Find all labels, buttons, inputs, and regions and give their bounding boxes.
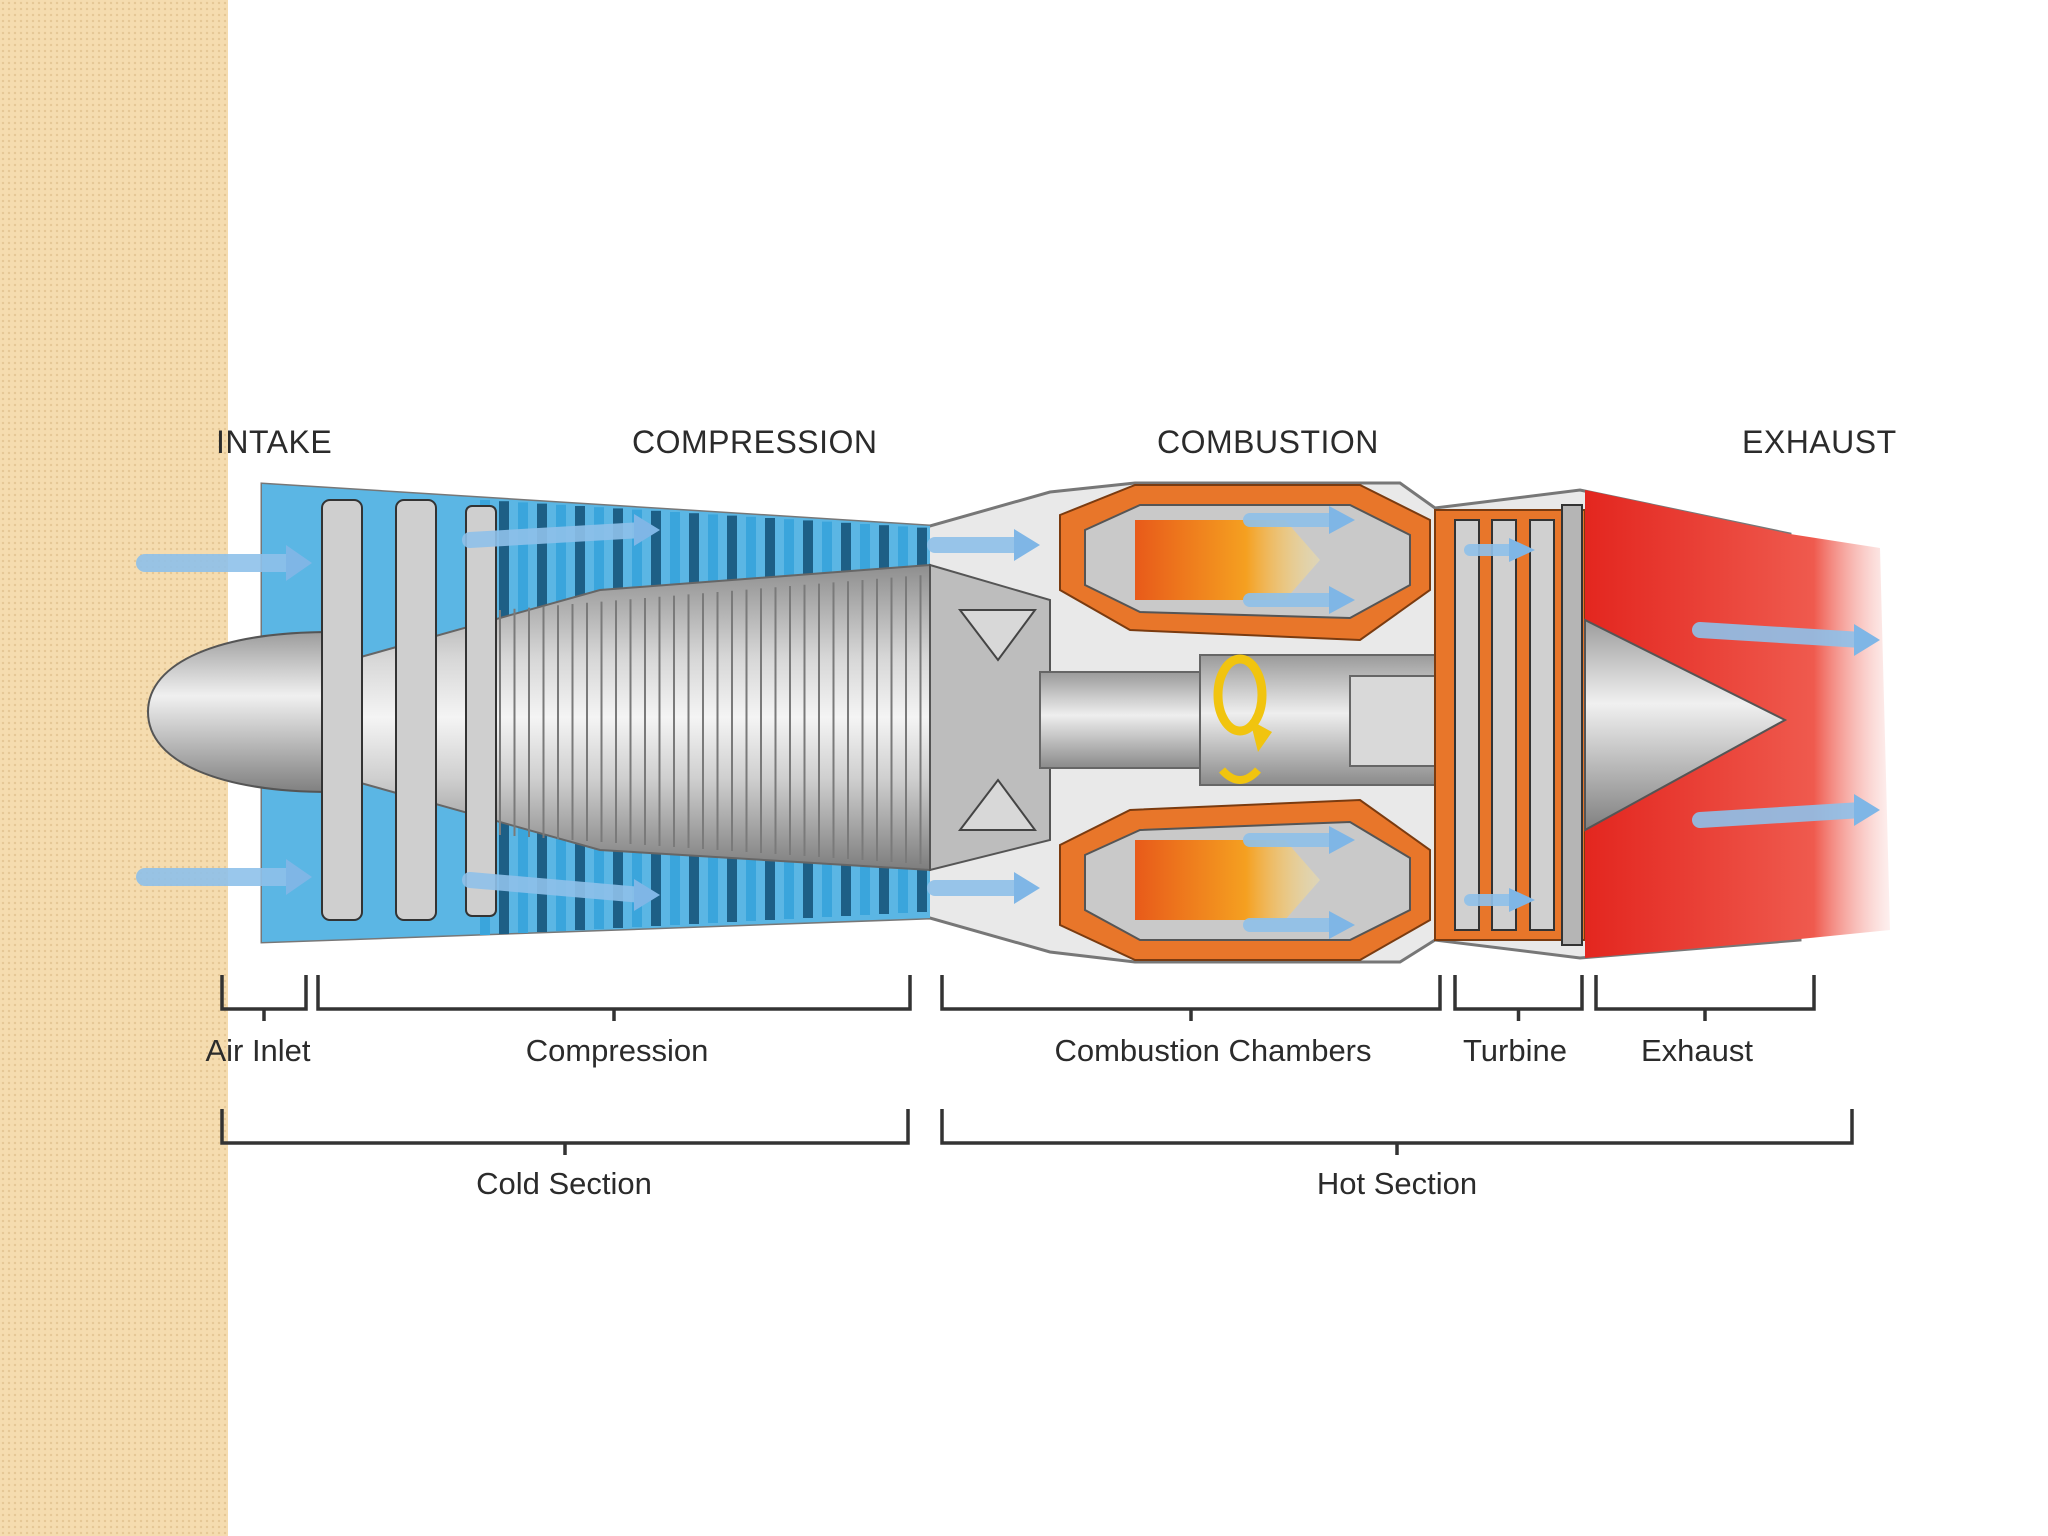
part-label-air-inlet: Air Inlet [205, 1033, 311, 1068]
compressor-blade [594, 507, 604, 619]
compressor-blade [689, 820, 699, 924]
compressor-blade [594, 818, 604, 929]
compressor-blade [765, 518, 775, 616]
airflow-arrow-icon [927, 872, 1040, 904]
diffuser-section [929, 563, 1051, 872]
compressor-blade [765, 822, 775, 920]
compressor-blade [803, 823, 813, 918]
compressor-blade [518, 502, 528, 620]
stage-label-exhaust: EXHAUST [1742, 424, 1897, 460]
airflow-arrow-icon [1243, 826, 1355, 854]
compressor-blade [632, 819, 642, 927]
drum-ribs [499, 575, 922, 864]
compressor-blade [841, 824, 851, 916]
compressor-blade [632, 509, 642, 618]
nose-spinner [146, 630, 331, 794]
compressor-blade [822, 521, 832, 615]
part-label-compression: Compression [525, 1033, 709, 1068]
part-brackets [220, 975, 1816, 1021]
rotation-arrow-icon [1213, 654, 1272, 784]
compressor-blade [708, 514, 718, 617]
combustion-chamber-bottom [1059, 798, 1431, 961]
compressor-blade [689, 513, 699, 617]
compressor-blade [879, 825, 889, 914]
stage-label-intake: INTAKE [216, 424, 333, 460]
compressor-blade [670, 820, 680, 925]
compressor-blade [575, 506, 585, 619]
airflow-arrows [136, 506, 1880, 939]
bracket-line [1453, 975, 1584, 1021]
compressor-blade [575, 817, 585, 930]
combustion-chamber-top [1059, 484, 1431, 642]
section-brackets [220, 1109, 1854, 1155]
compressor-blade [651, 510, 661, 618]
compressor-blade [499, 501, 509, 620]
part-label-turbine: Turbine [1463, 1033, 1567, 1068]
compressor-blade [803, 520, 813, 615]
airflow-arrow-icon [1464, 538, 1535, 562]
compressor-blade [537, 816, 547, 932]
stage-label-compression: COMPRESSION [632, 424, 878, 460]
main-shaft [1039, 654, 1461, 786]
compressor-blade [746, 822, 756, 921]
compressor-blade [784, 823, 794, 919]
part-label-exhaust: Exhaust [1640, 1033, 1754, 1068]
section-label-cold: Cold Section [476, 1166, 652, 1201]
airflow-arrow-icon [462, 514, 660, 548]
airflow-arrow-icon [1464, 888, 1535, 912]
airflow-arrow-icon [1692, 794, 1880, 828]
part-label-combustion-chambers: Combustion Chambers [1054, 1033, 1372, 1068]
compressor-blade [727, 515, 737, 617]
bracket-line [220, 975, 308, 1021]
compressor-blade [746, 516, 756, 616]
compressor-blade [518, 816, 528, 933]
compressor-blade [860, 825, 870, 915]
airflow-arrow-icon [136, 859, 312, 895]
compressor-blade [613, 508, 623, 618]
compressor-blade [784, 519, 794, 616]
turbine-section [1434, 504, 1586, 946]
airflow-arrow-icon [1243, 586, 1355, 614]
airflow-arrow-icon [927, 529, 1040, 561]
intake-fan [321, 499, 497, 921]
section-label-hot: Hot Section [1316, 1166, 1478, 1201]
bracket-line [940, 975, 1442, 1021]
airflow-arrow-icon [1243, 506, 1355, 534]
compressor-blade [499, 815, 509, 934]
bracket-line [220, 1109, 910, 1155]
airflow-arrow-icon [1243, 911, 1355, 939]
compressor-blade [613, 818, 623, 928]
compressor-blade [841, 522, 851, 615]
compressor-blade [651, 819, 661, 926]
compressor-blade [898, 826, 908, 913]
airflow-arrow-icon [1692, 622, 1880, 656]
bracket-line [940, 1109, 1854, 1155]
compressor-blade [727, 821, 737, 922]
exhaust-nozzle [1584, 490, 1890, 958]
compressor-blade [670, 512, 680, 617]
compressor-blade [556, 817, 566, 931]
compressor-blade [556, 504, 566, 619]
bracket-line [1594, 975, 1816, 1021]
compressor-blade [537, 503, 547, 620]
bracket-line [316, 975, 912, 1021]
compressor-blade [822, 824, 832, 917]
airflow-arrow-icon [462, 872, 660, 911]
compressor-blade [708, 821, 718, 923]
airflow-arrow-icon [136, 545, 312, 581]
stage-label-combustion: COMBUSTION [1157, 424, 1379, 460]
